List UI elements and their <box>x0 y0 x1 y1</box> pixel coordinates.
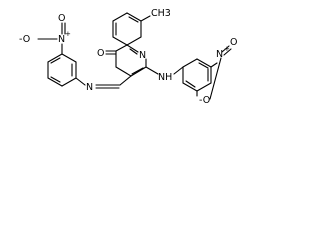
left-nitro-oxygen-double-label: O <box>58 13 65 24</box>
molecule-drawing: CH3 N O N <box>19 8 237 105</box>
right-nitro-oxygen-double-label: O <box>230 37 237 48</box>
right-nitro-group: N + O -O <box>196 37 237 105</box>
methyl-substituent: CH3 <box>140 8 171 22</box>
pyridine-ring <box>112 12 142 46</box>
imine-nitrogen-label: N <box>86 82 93 93</box>
left-nitro-group: N + O -O <box>19 13 71 55</box>
structure-canvas: CH3 N O N <box>0 0 239 105</box>
imine-linkage: N <box>75 75 132 93</box>
amine-linkage: NH <box>145 66 184 83</box>
left-nitro-oxygen-single-label: -O <box>19 34 30 45</box>
ring-nitrogen-label: N <box>139 50 146 61</box>
left-phenyl-ring <box>47 53 77 87</box>
pyrimidinone-ring: N <box>115 44 147 77</box>
right-nitro-nitrogen-label: N <box>216 49 223 60</box>
amine-label: NH <box>158 72 172 83</box>
left-nitro-nitrogen-label: N <box>58 34 65 45</box>
right-nitro-oxygen-single-label: -O <box>199 95 210 105</box>
right-phenyl-ring <box>182 58 212 92</box>
right-nitro-plus-charge: + <box>224 45 230 53</box>
carbonyl-group: O <box>97 48 117 59</box>
methyl-label: CH3 <box>151 8 171 19</box>
carbonyl-oxygen-label: O <box>97 48 104 59</box>
left-nitro-plus-charge: + <box>65 30 71 38</box>
